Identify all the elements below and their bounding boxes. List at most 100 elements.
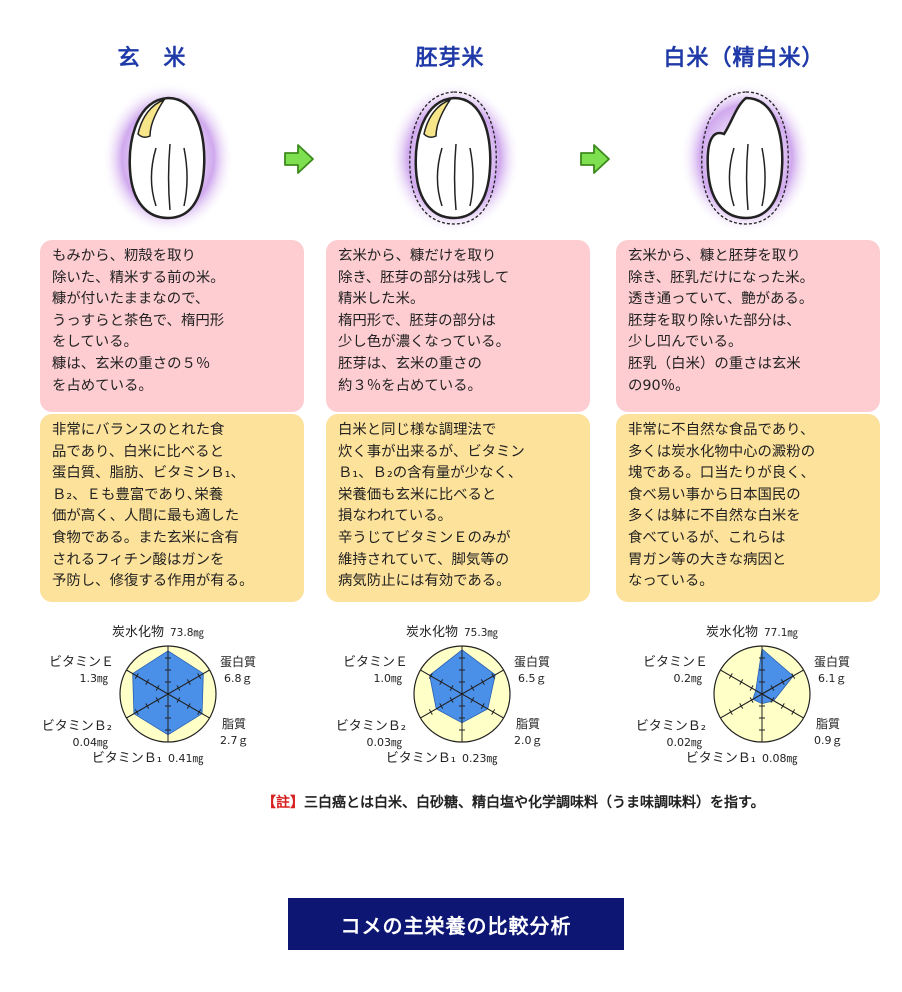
nutrition-line: 価が高く、人間に最も適した <box>52 508 240 525</box>
radar-value-b2: 0.03㎎ <box>367 736 403 749</box>
radar-tick <box>791 673 796 679</box>
nutrition-line: 非常に不自然な食品であり、 <box>628 422 815 438</box>
footer-banner: コメの主栄養の比較分析 <box>288 898 624 950</box>
radar-label-carb: 炭水化物 <box>706 625 758 640</box>
desc-line: 精米した米。 <box>338 291 425 308</box>
title-genmai: 玄 米 <box>117 46 187 71</box>
desc-line: 胚芽を取り除いた部分は、 <box>628 312 801 329</box>
nutrition-line: 病気防止には有効である。 <box>338 573 511 590</box>
radar-tick <box>439 679 444 685</box>
radar-tick <box>186 679 191 685</box>
radar-label-b2: ビタミンＢ₂ <box>636 719 706 734</box>
nutrition-line: 食べ易い事から日本国民の <box>628 486 801 503</box>
desc-line: 除いた、精米する前の米。 <box>52 269 225 286</box>
radar-tick <box>155 685 160 691</box>
radar-tick <box>197 673 202 679</box>
nutrition-line: 維持されていて、脚気等の <box>338 551 510 568</box>
radar-label-b2: ビタミンＢ₂ <box>42 719 112 734</box>
nutrition-line: 損なわれている。 <box>338 508 452 525</box>
radar-tick <box>176 697 181 703</box>
radar-tick <box>134 709 139 715</box>
nutrition-line: 品であり、白米に比べると <box>52 443 224 460</box>
radar-value-protein: 6.1ｇ <box>818 672 847 685</box>
title-haigamai: 胚芽米 <box>415 46 485 71</box>
nutrition-line: 予防し、修復する作用が有る。 <box>52 573 254 590</box>
nutrition-box-haigamai: 白米と同じ様な調理法で 炊く事が出来るが、ビタミン Ｂ₁、Ｂ₂の含有量が少なく、… <box>326 414 590 602</box>
desc-line: を占めている。 <box>52 377 153 394</box>
desc-line: うっすらと茶色で、楕円形 <box>52 312 225 329</box>
radar-tick <box>749 697 754 703</box>
radar-tick <box>449 685 454 691</box>
radar-tick <box>780 679 785 685</box>
radar-label-b2: ビタミンＢ₂ <box>336 719 406 734</box>
rice-grain-icon <box>98 78 238 238</box>
radar-tick <box>145 679 150 685</box>
nutrition-line: 多くは炭水化物中心の澱粉の <box>628 443 816 460</box>
desc-line: 玄米から、糠と胚芽を取り <box>628 248 801 264</box>
radar-label-carb: 炭水化物 <box>112 625 164 640</box>
radar-value-e: 1.3㎎ <box>80 672 109 685</box>
radar-label-e: ビタミンＥ <box>49 655 114 670</box>
note-text: 三白癌とは白米、白砂糖、精白塩や化学調味料（うま味調味料）を指す。 <box>304 795 765 811</box>
nutrition-line: 栄養価も玄米に比べると <box>338 486 497 503</box>
desc-line: 胚芽は、玄米の重さの <box>338 355 482 372</box>
radar-value-e: 1.0㎎ <box>374 672 403 685</box>
radar-label-fat: 脂質 <box>516 716 540 731</box>
nutrition-line: 白米と同じ様な調理法で <box>338 422 497 438</box>
radar-axis <box>126 669 210 719</box>
radar-tick <box>428 709 433 715</box>
desc-line: の90％。 <box>628 377 690 394</box>
nutrition-box-genmai: 非常にバランスのとれた食 品であり、白米に比べると 蛋白質、脂肪、ビタミンＢ₁、… <box>40 414 304 602</box>
radar-tick <box>439 703 444 709</box>
radar-label-carb: 炭水化物 <box>406 625 458 640</box>
radar-tick <box>176 685 181 691</box>
radar-axis <box>720 669 804 719</box>
radar-tick <box>155 697 160 703</box>
radar-tick <box>780 703 785 709</box>
nutrition-line: 蛋白質、脂肪、ビタミンＢ₁、 <box>52 465 245 482</box>
desc-line: 除き、胚芽の部分は残して <box>338 269 510 286</box>
title-hakumai: 白米（精白米） <box>663 46 825 71</box>
rice-grain-icon <box>384 78 524 238</box>
radar-tick <box>770 697 775 703</box>
radar-value-fat: 2.0ｇ <box>514 734 543 747</box>
radar-tick <box>145 703 150 709</box>
radar-tick <box>470 697 475 703</box>
nutrition-line: 胃ガン等の大きな病因と <box>628 551 787 568</box>
footnote: 【註】三白癌とは白米、白砂糖、精白塩や化学調味料（うま味調味料）を指す。 <box>262 792 765 812</box>
desc-line: 糠は、玄米の重さの５％ <box>52 355 211 372</box>
radar-value-carb: 73.8㎎ <box>170 627 204 639</box>
radar-tick <box>770 685 775 691</box>
radar-value-protein: 6.5ｇ <box>518 672 547 685</box>
desc-line: 胚乳（白米）の重さは玄米 <box>628 355 801 372</box>
radar-value-fat: 2.7ｇ <box>220 734 249 747</box>
radar-tick <box>791 709 796 715</box>
nutrition-line: 食べているが、これらは <box>628 529 786 546</box>
radar-tick <box>739 679 744 685</box>
radar-label-b1: ビタミンＢ₁ <box>686 751 756 766</box>
radar-tick <box>449 697 454 703</box>
arrow-right-icon <box>282 142 316 176</box>
radar-value-e: 0.2㎎ <box>674 672 703 685</box>
radar-label-protein: 蛋白質 <box>220 654 256 669</box>
nutrition-line: なっている。 <box>628 573 714 590</box>
desc-box-hakumai: 玄米から、糠と胚芽を取り 除き、胚乳だけになった米。 透き通っていて、艶がある。… <box>616 240 880 412</box>
radar-label-e: ビタミンＥ <box>643 655 708 670</box>
nutrition-line: 塊である。口当たりが良く、 <box>628 465 815 482</box>
nutrition-box-hakumai: 非常に不自然な食品であり、 多くは炭水化物中心の澱粉の 塊である。口当たりが良く… <box>616 414 880 602</box>
desc-line: 少し凹んでいる。 <box>628 334 743 351</box>
desc-line: 透き通っていて、艶がある。 <box>628 291 814 308</box>
nutrition-line: されるフィチン酸はガンを <box>52 551 225 568</box>
radar-value-protein: 6.8ｇ <box>224 672 253 685</box>
nutrition-line: 辛うじてビタミンＥのみが <box>338 529 511 546</box>
radar-tick <box>749 685 754 691</box>
desc-line: 糠が付いたままなので、 <box>52 291 210 308</box>
nutrition-line: 食物である。また玄米に含有 <box>52 529 239 546</box>
radar-tick <box>186 703 191 709</box>
desc-line: をしている。 <box>52 334 138 351</box>
nutrition-line: 炊く事が出来るが、ビタミン <box>338 443 525 460</box>
